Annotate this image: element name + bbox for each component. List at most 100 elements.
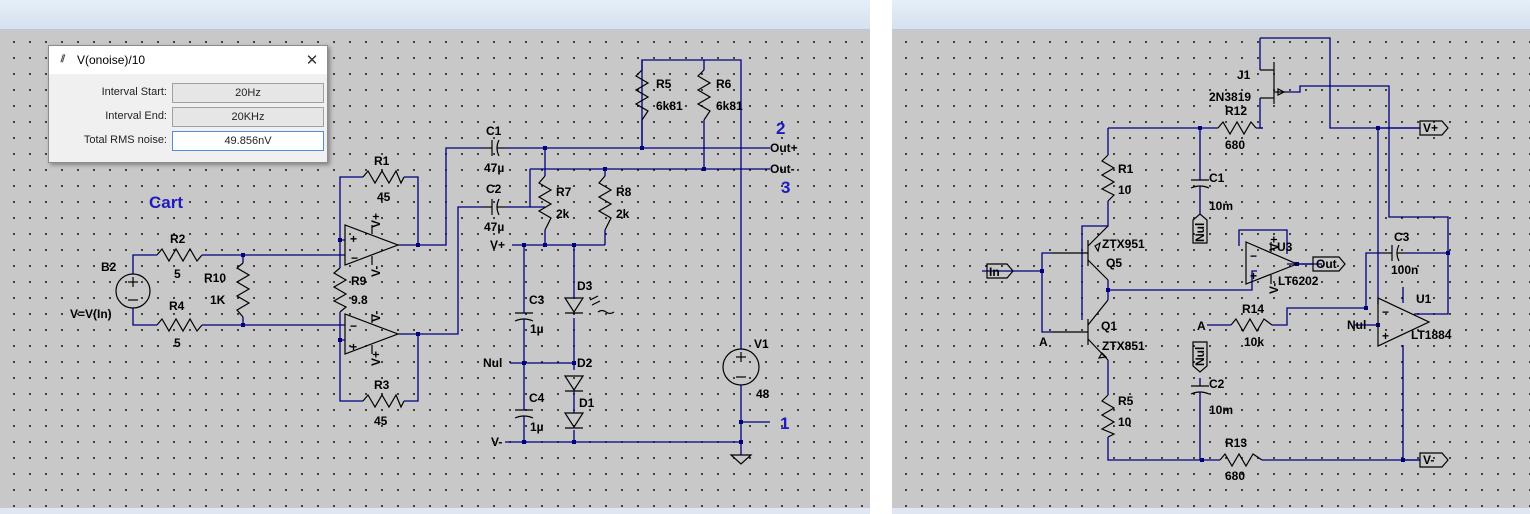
source-b2[interactable] [115,273,151,309]
resistor-r4[interactable] [156,317,203,333]
dialog-titlebar[interactable]: ⫽ V(onoise)/10 ✕ [49,46,327,74]
port-in[interactable] [986,263,1014,279]
b2-name: B2 [101,260,117,274]
interval-start-row: Interval Start: 20Hz [49,83,327,103]
r3-name: R3 [374,378,390,392]
source-v1[interactable] [722,340,760,392]
capacitor-c1[interactable] [1190,179,1210,200]
resistor-r5[interactable] [634,69,650,121]
r6-name: R6 [716,77,732,91]
v1-value: 48 [756,387,770,401]
cart-label: Cart [149,193,183,212]
port-vminus[interactable] [1419,452,1449,468]
svg-text:−: − [350,319,357,333]
resistor-r7[interactable] [537,175,553,231]
c1-value: 47µ [484,161,504,175]
j1-name: J1 [1237,68,1251,82]
a-label-r14: A [1197,319,1206,333]
svg-text:+: + [350,232,357,246]
d1-name: D1 [579,396,595,410]
transistor-q5[interactable] [1052,225,1109,281]
resistor-r9[interactable] [332,267,348,313]
port-out[interactable] [1312,256,1346,272]
vminus-port-label: V- [491,435,502,449]
r1-value: 10 [1118,183,1132,197]
port-3-label: 3 [781,178,790,197]
port-vminus-label: V- [1423,453,1434,467]
u3-vminus-pin: V- [1267,283,1281,294]
capacitor-c1[interactable] [482,139,506,157]
q5-name: Q5 [1106,256,1122,270]
interval-start-field[interactable]: 20Hz [172,83,324,103]
port-nul-top[interactable] [1192,213,1208,244]
c2-value: 10m [1209,403,1233,417]
r5-name: R5 [656,77,672,91]
resistor-r5[interactable] [1100,394,1116,438]
resistor-r13[interactable] [1219,452,1263,468]
total-rms-field[interactable]: 49.856nV [172,131,324,151]
jfet-j1[interactable] [1260,62,1287,104]
r7-name: R7 [556,185,572,199]
diode-d2[interactable] [563,375,585,413]
opamp-u3[interactable]: −+ [1245,241,1299,285]
r1-value: 45 [377,190,391,204]
diode-d3[interactable] [563,280,615,315]
resistor-r12[interactable] [1217,120,1257,136]
c2-name: C2 [486,182,502,196]
r4-value: 5 [174,336,181,350]
schematic-canvas[interactable] [892,30,1530,508]
q1-value: ZTX851 [1102,339,1145,353]
left-schematic-pane: +− −+ Cart 2 3 1 B2 V=V(In) R2 5 R4 5 R1… [0,0,870,514]
r8-value: 2k [616,207,630,221]
capacitor-c3[interactable] [1383,244,1404,262]
noise-measure-dialog[interactable]: ⫽ V(onoise)/10 ✕ Interval Start: 20Hz In… [48,45,328,163]
u3-name: U3 [1277,240,1293,254]
r5-name: R5 [1118,394,1134,408]
port-in-label: In [989,265,1000,279]
opamp-bottom-vplus-pin: V+ [369,351,383,366]
capacitor-c2[interactable] [1190,385,1210,410]
svg-text:+: + [1250,269,1257,283]
pane-header [0,0,870,30]
r9-name: R9 [351,274,367,288]
u1-value: LT1884 [1411,328,1452,342]
u1-name: U1 [1416,292,1432,306]
total-rms-row: Total RMS noise: 49.856nV [49,131,327,151]
nul-label-mid: Nul [1193,347,1207,366]
port-vplus[interactable] [1419,120,1449,136]
opamp-bottom[interactable]: −+ [344,313,400,355]
resistor-r6[interactable] [696,69,712,121]
port-2-label: 2 [776,119,785,138]
opamp-bottom-vminus-pin: V- [369,311,383,322]
r2-name: R2 [170,232,186,246]
resistor-r8[interactable] [597,175,613,231]
resistor-r10[interactable] [235,262,251,318]
c3-value: 100n [1391,263,1418,277]
resistor-r1[interactable] [362,169,405,185]
r12-value: 680 [1225,138,1245,152]
r10-value: 1K [210,293,226,307]
capacitor-c2[interactable] [482,198,506,216]
r10-name: R10 [204,271,226,285]
j1-value: 2N3819 [1209,90,1251,104]
a-label-left: A [1039,335,1048,349]
r8-name: R8 [616,185,632,199]
opamp-u1[interactable]: −+ [1377,297,1431,347]
port-nul-mid[interactable] [1192,341,1208,373]
r5-value: 10 [1118,415,1132,429]
u3-value: LT6202 [1278,274,1319,288]
resistor-r14[interactable] [1230,317,1273,333]
vplus-port-label: V+ [490,238,505,252]
waveform-icon: ⫽ [60,54,66,65]
c2-name: C2 [1209,377,1225,391]
diode-d1[interactable] [563,412,585,429]
opamp-top[interactable]: +− [344,224,400,266]
resistor-r2[interactable] [156,247,203,263]
transistor-q1[interactable] [1052,299,1109,361]
resistor-r3[interactable] [362,393,405,409]
close-button[interactable]: ✕ [305,52,319,69]
r3-value: 45 [374,414,388,428]
interval-end-label: Interval End: [105,110,167,122]
resistor-r1[interactable] [1100,154,1116,202]
interval-end-field[interactable]: 20KHz [172,107,324,127]
